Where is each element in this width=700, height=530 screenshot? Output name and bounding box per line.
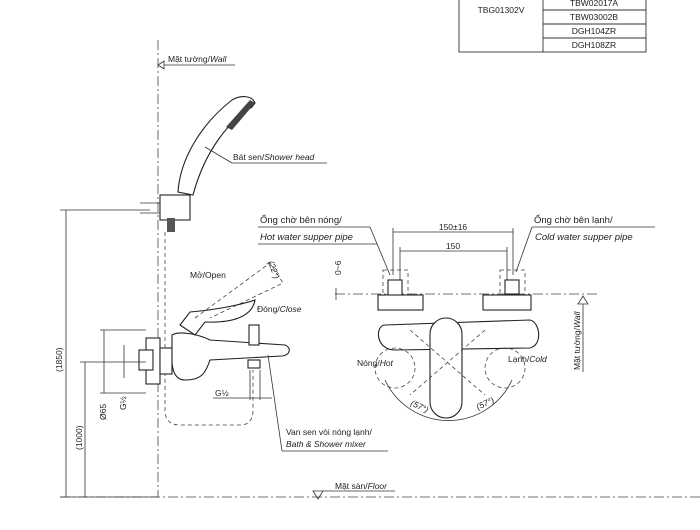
mixer-height: (1000) — [74, 425, 84, 450]
lever-angle: (22°) — [266, 259, 282, 280]
model-table: TBG01302V TBW02017A TBW03002B DGH104ZR D… — [458, 0, 647, 53]
svg-text:Ống chờ bên lạnh/: Ống chờ bên lạnh/ — [534, 214, 613, 226]
part-code: TBW03002B — [570, 12, 619, 22]
offset-dim: 0~6 — [333, 260, 343, 275]
part-code: TBW02017A — [570, 0, 619, 8]
outlet-thread: G½ — [215, 388, 229, 398]
hose-outline — [164, 232, 254, 426]
svg-text:Ống chờ bên nóng/: Ống chờ bên nóng/ — [260, 214, 342, 226]
height-dimensions: (1850) (1000) Ø65 G½ — [54, 209, 150, 497]
rotation-right: (57°) — [475, 395, 496, 412]
cold-label: Lạnh/Cold — [508, 354, 547, 364]
floor-label: Mặt sàn/Floor — [312, 481, 395, 500]
mixer-label-vi: Van sen vòi nóng lạnh/ — [286, 427, 372, 437]
wall-label-side: Mặt tường/Wall — [572, 311, 582, 370]
pipe-spacing: 150 — [446, 241, 460, 251]
wall-label-top: Mặt tường/Wall — [157, 54, 235, 70]
hot-label: Nóng/Hot — [357, 358, 394, 368]
pipe-spacing-tolerance: 150±16 — [439, 222, 468, 232]
svg-text:Mặt tường/Wall: Mặt tường/Wall — [168, 54, 227, 64]
svg-text:Cold water supper pipe: Cold water supper pipe — [535, 232, 633, 243]
shower-head-drawing: Bát sen/Shower head — [140, 96, 327, 232]
mixer-label-en: Bath & Shower mixer — [286, 439, 367, 449]
flange-diameter: Ø65 — [98, 404, 108, 420]
mixer-front-view: 0~6 Nóng/Hot Lạnh/Cold (57°) (57°) 150±1… — [333, 222, 600, 421]
part-code: DGH104ZR — [572, 26, 616, 36]
rotation-left: (57°) — [409, 398, 430, 415]
svg-text:Hot water supper pipe: Hot water supper pipe — [260, 232, 353, 243]
part-code: DGH108ZR — [572, 40, 616, 50]
close-label: Đóng/Close — [257, 304, 302, 314]
hot-pipe-label: Ống chờ bên nóng/ Hot water supper pipe — [258, 214, 391, 276]
total-height: (1850) — [54, 347, 64, 372]
shower-head-label: Bát sen/Shower head — [233, 152, 315, 162]
inlet-thread: G½ — [118, 396, 128, 410]
open-label: Mở/Open — [190, 270, 226, 280]
svg-text:Mặt sàn/Floor: Mặt sàn/Floor — [335, 481, 388, 491]
cold-pipe-label: Ống chờ bên lạnh/ Cold water supper pipe — [515, 214, 655, 273]
model-code: TBG01302V — [478, 5, 525, 15]
mixer-side-view: Mở/Open (22°) Đóng/Close G½ Van sen vòi … — [138, 259, 388, 452]
